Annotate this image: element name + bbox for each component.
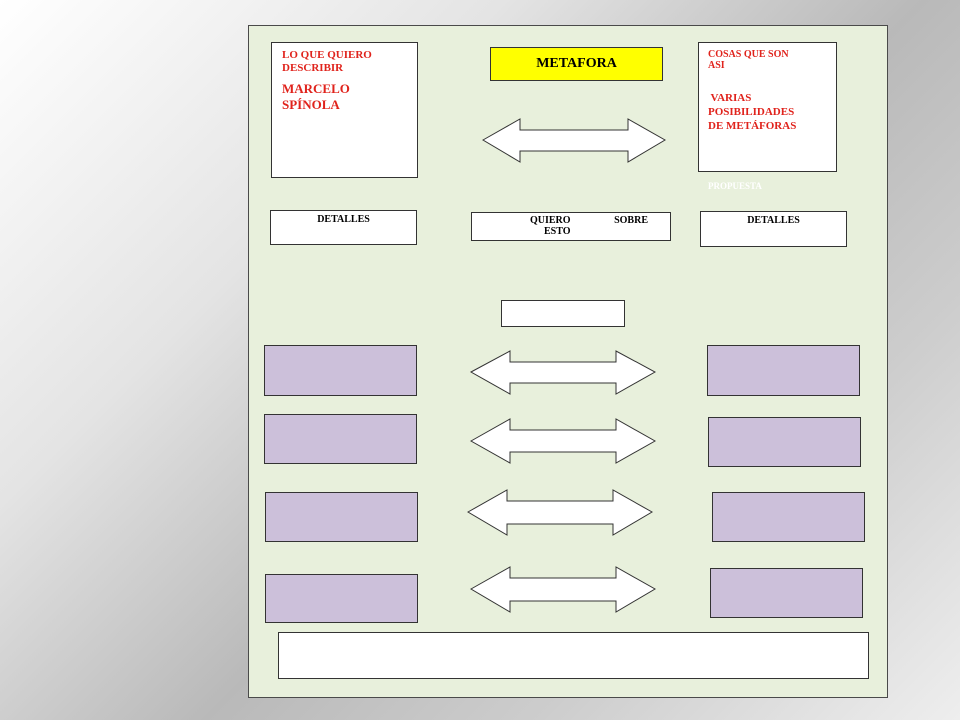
double-arrow-icon-row-3 (467, 489, 653, 536)
center-topic-word-2: SOBRE (614, 215, 648, 226)
describe-line-3: MARCELO (282, 81, 350, 96)
center-topic-box: QUIERO SOBRE ESTO (471, 212, 671, 241)
right-slot-2 (708, 417, 861, 467)
options-box: COSAS QUE SON ASI VARIAS POSIBILIDADES D… (698, 42, 837, 172)
double-arrow-icon-row-4 (470, 566, 656, 613)
left-slot-2 (264, 414, 417, 464)
left-slot-1 (264, 345, 417, 396)
options-line-2: ASI (708, 60, 725, 71)
options-line-5: DE METÁFORAS (708, 120, 797, 132)
center-topic-line-2: ESTO (544, 226, 571, 237)
right-slot-3 (712, 492, 865, 542)
double-arrow-icon (482, 118, 666, 163)
describe-line-2: DESCRIBIR (282, 62, 344, 74)
double-arrow-icon-row-2 (470, 418, 656, 464)
double-arrow-icon-row-1 (470, 350, 656, 395)
summary-box (278, 632, 869, 679)
left-slot-3 (265, 492, 418, 542)
describe-line-4: SPÍNOLA (282, 97, 340, 112)
right-slot-4 (710, 568, 863, 618)
proposal-label: PROPUESTA (708, 181, 762, 191)
details-right-box: DETALLES (700, 211, 847, 247)
options-line-4: POSIBILIDADES (708, 106, 795, 118)
left-slot-4 (265, 574, 418, 623)
describe-box: LO QUE QUIERO DESCRIBIR MARCELO SPÍNOLA (271, 42, 418, 178)
metafora-title-box: METAFORA (490, 47, 663, 81)
options-line-1: COSAS QUE SON (708, 49, 789, 60)
empty-center-box (501, 300, 625, 327)
details-left-label: DETALLES (317, 214, 370, 225)
right-slot-1 (707, 345, 860, 396)
details-left-box: DETALLES (270, 210, 417, 245)
details-right-label: DETALLES (747, 215, 800, 226)
metafora-title: METAFORA (536, 56, 617, 71)
center-topic-word-1: QUIERO (530, 215, 571, 226)
options-line-3: VARIAS (708, 92, 752, 104)
describe-line-1: LO QUE QUIERO (282, 49, 372, 61)
